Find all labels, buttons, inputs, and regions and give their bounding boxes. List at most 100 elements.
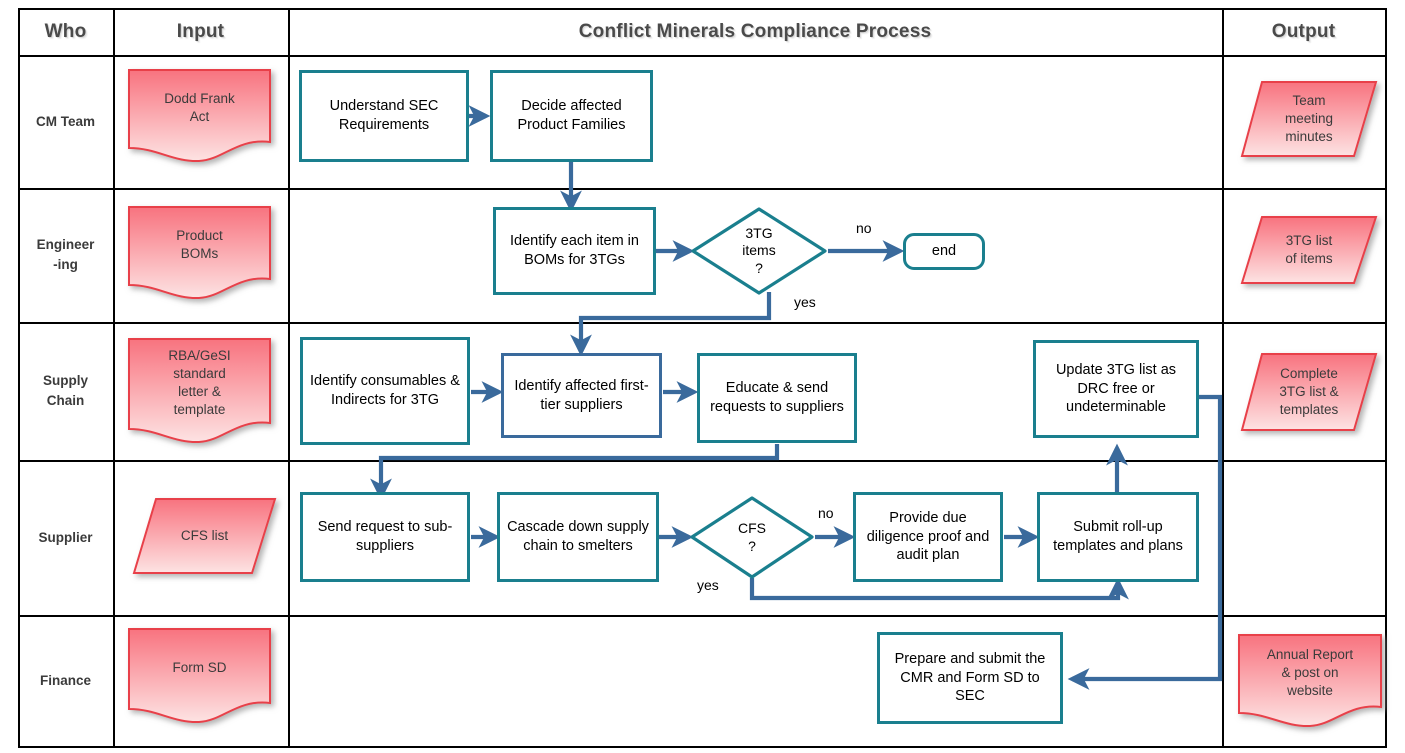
lane-label-engineering: Engineer -ing [18, 188, 113, 322]
grid-vline-who [113, 8, 115, 748]
lane-label-engineering-line1: Engineer [36, 237, 95, 253]
step-send-request-sub-suppliers[interactable]: Send request to sub-suppliers [300, 492, 470, 582]
lane-label-supply-chain-line2: Chain [46, 393, 85, 408]
cfs-list-label: CFS list [180, 527, 229, 543]
step-prepare-submit-cmr[interactable]: Prepare and submit the CMR and Form SD t… [877, 632, 1063, 724]
header-input: Input [176, 20, 225, 42]
decision-cfs-line1: CFS [738, 520, 766, 537]
decision-3tg-items-text: 3TG items ? [690, 206, 828, 296]
complete-line1: Complete [1280, 365, 1338, 381]
input-doc-form-sd: Form SD [127, 627, 272, 724]
team-minutes-line3: minutes [1285, 129, 1333, 145]
step-identify-items-boms[interactable]: Identify each item in BOMs for 3TGs [493, 207, 656, 295]
grid-hline-header [18, 55, 1387, 57]
lane-label-supplier: Supplier [18, 460, 113, 615]
step-identify-items-boms-label: Identify each item in BOMs for 3TGs [510, 233, 639, 268]
rba-line3: letter & [178, 384, 221, 399]
edge-label-cfs-yes: yes [697, 577, 719, 593]
header-cell-output: Output [1222, 8, 1385, 55]
grid-hline-supplychain [18, 460, 1387, 462]
decision-cfs-text: CFS ? [689, 495, 815, 580]
product-boms-line2: BOMs [180, 246, 219, 261]
team-minutes-line1: Team [1292, 92, 1326, 108]
step-identify-first-tier-suppliers-label: Identify affected first-tier suppliers [514, 377, 649, 413]
tg-list-line1: 3TG list [1285, 232, 1333, 248]
input-doc-product-boms: Product BOMs [127, 205, 272, 300]
form-sd-label: Form SD [172, 659, 227, 675]
output-doc-team-minutes-text: Team meeting minutes [1240, 80, 1378, 158]
edge-label-cfs-no: no [818, 505, 834, 521]
step-submit-rollup-templates[interactable]: Submit roll-up templates and plans [1037, 492, 1199, 582]
lane-label-supplier-text: Supplier [38, 529, 93, 545]
grid-hline-engineering [18, 322, 1387, 324]
step-update-3tg-list[interactable]: Update 3TG list as DRC free or undetermi… [1033, 340, 1199, 438]
complete-line2: 3TG list & [1279, 383, 1339, 399]
decision-cfs-line2: ? [748, 537, 756, 554]
lane-label-finance-text: Finance [39, 672, 91, 688]
step-educate-send-requests-label: Educate & send requests to suppliers [710, 380, 844, 415]
step-end-label: end [931, 243, 957, 260]
step-prepare-submit-cmr-label: Prepare and submit the CMR and Form SD t… [894, 650, 1046, 705]
dodd-frank-line2: Act [189, 109, 210, 124]
decision-3tg-line3: ? [755, 259, 763, 276]
annual-line2: & post on [1281, 664, 1339, 680]
input-doc-product-boms-text: Product BOMs [127, 205, 272, 285]
step-identify-first-tier-suppliers[interactable]: Identify affected first-tier suppliers [501, 353, 662, 438]
output-doc-3tg-list-items: 3TG list of items [1240, 215, 1378, 287]
step-identify-consumables[interactable]: Identify consumables & Indirects for 3TG [300, 337, 470, 445]
step-provide-due-diligence[interactable]: Provide due diligence proof and audit pl… [853, 492, 1003, 582]
decision-3tg-line2: items [742, 242, 776, 259]
grid-vline-input [288, 8, 290, 748]
decision-3tg-items[interactable]: 3TG items ? [690, 206, 828, 296]
output-doc-annual-report-text: Annual Report & post on website [1237, 633, 1383, 713]
lane-label-engineering-line2: -ing [53, 257, 78, 272]
header-cell-who: Who [18, 8, 113, 55]
step-decide-product-families-label: Decide affected Product Families [517, 98, 626, 133]
grid-hline-cmteam [18, 188, 1387, 190]
dodd-frank-line1: Dodd Frank [164, 90, 235, 106]
rba-line2: standard [173, 365, 226, 381]
output-doc-complete-3tg-list-text: Complete 3TG list & templates [1240, 352, 1378, 432]
lane-label-finance: Finance [18, 615, 113, 746]
input-doc-dodd-frank: Dodd Frank Act [127, 68, 272, 163]
step-send-request-sub-suppliers-label: Send request to sub-suppliers [317, 519, 453, 554]
edge-label-3tg-yes: yes [794, 294, 816, 310]
step-educate-send-requests[interactable]: Educate & send requests to suppliers [697, 353, 857, 443]
grid-vline-right [1385, 8, 1387, 748]
step-identify-consumables-label: Identify consumables & Indirects for 3TG [310, 373, 460, 408]
header-process-title: Conflict Minerals Compliance Process [578, 20, 932, 42]
output-doc-3tg-list-items-text: 3TG list of items [1240, 215, 1378, 285]
step-understand-sec[interactable]: Understand SEC Requirements [299, 70, 469, 162]
team-minutes-line2: meeting [1284, 110, 1334, 126]
step-update-3tg-list-label: Update 3TG list as DRC free or undetermi… [1055, 361, 1177, 416]
annual-line3: website [1287, 683, 1333, 699]
rba-line4: template [173, 402, 226, 418]
lane-label-supply-chain: Supply Chain [18, 322, 113, 460]
input-doc-rba-gesi: RBA/GeSI standard letter & template [127, 337, 272, 444]
output-doc-team-minutes: Team meeting minutes [1240, 80, 1378, 160]
tg-list-line2: of items [1285, 251, 1333, 266]
edge-educate-to-send-request [370, 444, 780, 501]
decision-cfs[interactable]: CFS ? [689, 495, 815, 580]
edge-label-3tg-no: no [856, 220, 872, 236]
input-doc-form-sd-text: Form SD [127, 627, 272, 709]
output-doc-annual-report: Annual Report & post on website [1237, 633, 1383, 728]
input-doc-cfs-list-text: CFS list [132, 497, 277, 575]
grid-hline-top [18, 8, 1387, 10]
annual-line1: Annual Report [1266, 646, 1354, 662]
step-cascade-down-smelters[interactable]: Cascade down supply chain to smelters [497, 492, 659, 582]
lane-label-cm-team: CM Team [18, 55, 113, 188]
input-doc-dodd-frank-text: Dodd Frank Act [127, 68, 272, 148]
step-decide-product-families[interactable]: Decide affected Product Families [490, 70, 653, 162]
step-submit-rollup-templates-label: Submit roll-up templates and plans [1053, 519, 1183, 554]
grid-hline-bottom [18, 746, 1387, 748]
header-cell-input: Input [113, 8, 288, 55]
step-provide-due-diligence-label: Provide due diligence proof and audit pl… [866, 509, 990, 564]
step-end[interactable]: end [903, 233, 985, 270]
decision-3tg-line1: 3TG [745, 225, 773, 242]
lane-label-cm-team-text: CM Team [35, 113, 95, 129]
header-who: Who [44, 20, 87, 42]
input-doc-rba-gesi-text: RBA/GeSI standard letter & template [127, 337, 272, 429]
step-cascade-down-smelters-label: Cascade down supply chain to smelters [507, 519, 649, 554]
